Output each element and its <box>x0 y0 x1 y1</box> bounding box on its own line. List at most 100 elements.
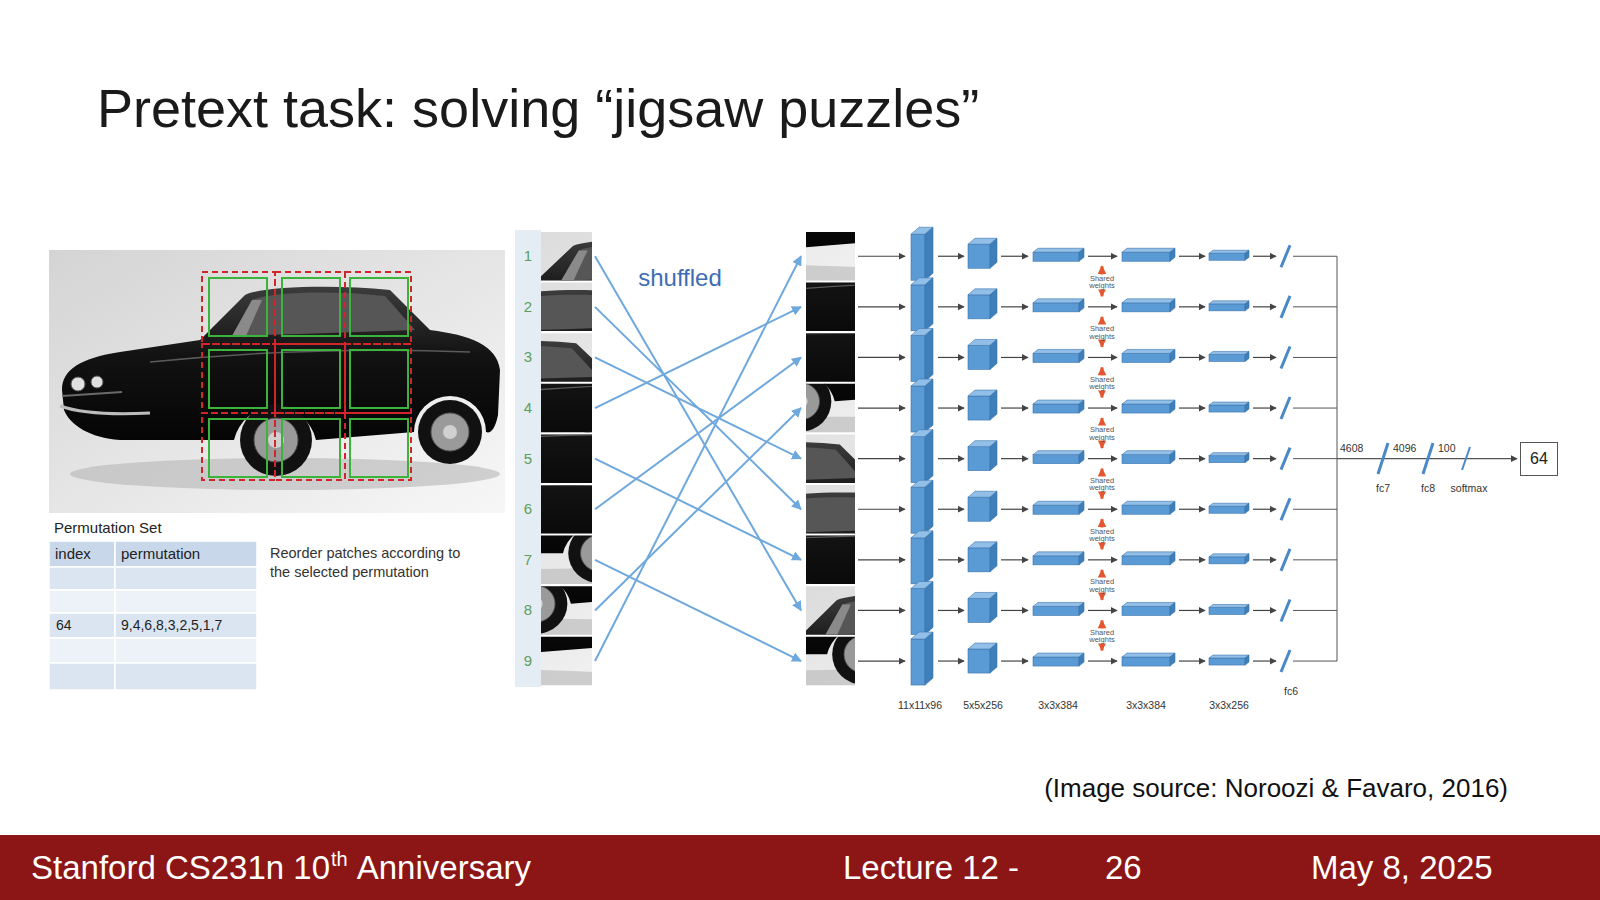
course-name: Anniversary <box>357 848 531 888</box>
green-tiles-part <box>282 278 340 336</box>
superscript: th <box>331 847 348 871</box>
layer-name: fc7 <box>1376 482 1390 495</box>
ordered-patches <box>276 209 801 716</box>
red-grid-part <box>345 344 411 413</box>
shared-weights-note: Shared weights <box>1085 325 1119 340</box>
shuffled-patches-part-part <box>671 495 1056 715</box>
green-tiles-part <box>209 350 267 408</box>
green-tiles-part <box>350 419 408 477</box>
green-tiles-part <box>282 419 340 477</box>
green-tiles-part <box>350 350 408 408</box>
ordered-patches-part-part <box>400 300 801 520</box>
shuffled-patches <box>552 91 1056 783</box>
shuffled-patches-part-part <box>671 199 1056 419</box>
fc8-slash <box>1423 443 1433 474</box>
permutation-table-part <box>115 567 257 590</box>
shuffle-lines-part <box>595 357 801 458</box>
patch-number: 5 <box>524 450 532 468</box>
red-grid-part <box>202 272 275 344</box>
shared-weights-note: Shared weights <box>1085 578 1119 593</box>
patch-number: 3 <box>524 348 532 366</box>
table-cell: permutation <box>121 545 200 563</box>
footer-course-line: Stanford CS231n 10thAnniversary <box>31 848 531 888</box>
patch-number: 4 <box>524 399 532 417</box>
patch-number: 8 <box>524 601 532 619</box>
slide-title: Pretext task: solving “jigsaw puzzles” <box>97 77 979 139</box>
permutation-table-part <box>115 663 257 690</box>
permutation-table-part <box>115 638 257 663</box>
ordered-patches-part-part <box>276 495 677 715</box>
permutation-table-part <box>49 567 115 590</box>
red-grid-part <box>275 344 345 413</box>
permutation-table-part <box>49 590 115 613</box>
shuffled-patches-part <box>609 242 994 462</box>
shuffle-lines-part <box>595 307 801 509</box>
box-text: 64 <box>1530 450 1548 468</box>
permutation-table-part <box>49 663 115 690</box>
slide-art-part <box>858 227 1337 280</box>
green-tiles-part <box>350 278 408 336</box>
shuffled-patches-part <box>671 495 1056 715</box>
red-grid-part <box>345 272 411 344</box>
patch-number: 6 <box>524 500 532 518</box>
shuffle-lines <box>595 256 801 661</box>
permutation-table <box>49 541 257 690</box>
shuffle-lines-part <box>595 357 801 509</box>
green-tiles-part <box>282 350 340 408</box>
output-box: 64 <box>1520 442 1558 476</box>
red-grid-part <box>275 413 345 480</box>
layer-name: fc6 <box>1284 685 1298 698</box>
red-grid <box>202 272 411 480</box>
shuffled-patches-part <box>609 452 994 672</box>
lecture-date: May 8, 2025 <box>1311 848 1493 888</box>
green-tiles-part <box>209 278 267 336</box>
ordered-patches-part <box>400 300 801 520</box>
permutation-table-part <box>115 541 257 567</box>
shuffled-label: shuffled <box>638 264 722 293</box>
green-tiles <box>209 278 408 477</box>
permutation-table-part <box>49 638 115 663</box>
number-column <box>515 230 541 687</box>
car-photo <box>49 250 505 513</box>
shared-weights-note: Shared weights <box>1085 375 1119 390</box>
table-cell: index <box>55 545 91 563</box>
red-grid-part <box>202 344 275 413</box>
shuffle-lines-part <box>595 560 801 661</box>
layer-size: 3x3x384 <box>1126 699 1166 712</box>
shuffle-lines-part <box>595 256 801 610</box>
shuffled-patches-part <box>671 199 1056 419</box>
unit-count: 4608 <box>1340 442 1363 455</box>
shuffle-lines-part <box>595 408 801 610</box>
shuffled-patches-part <box>671 563 1056 783</box>
shuffled-patches-part-part <box>552 411 937 631</box>
table-heading: Permutation Set <box>54 519 162 537</box>
permutation-table-part <box>115 613 257 638</box>
ordered-patches-part <box>276 310 677 530</box>
table-cell: 9,4,6,8,3,2,5,1,7 <box>121 617 222 634</box>
shared-weights-note: Shared weights <box>1085 527 1119 542</box>
footer-band <box>0 835 1600 900</box>
red-grid-part <box>202 413 275 480</box>
shared-weights-note: Shared weights <box>1085 426 1119 441</box>
shuffled-patches-part <box>552 411 937 631</box>
shuffled-patches-part-part <box>609 452 994 672</box>
ordered-patches-part-part <box>400 209 801 429</box>
shared-weights-note: Shared weights <box>1085 274 1119 289</box>
page-number: 26 <box>1105 848 1142 888</box>
shuffle-lines-part <box>595 307 801 408</box>
shuffle-lines-part <box>595 256 801 661</box>
lecture-number: Lecture 12 - <box>843 848 1019 888</box>
ordered-patches-part-part <box>276 310 677 530</box>
ordered-patches-part-part <box>336 351 737 571</box>
layer-size: 3x3x256 <box>1209 699 1249 712</box>
fc7-slash <box>1378 443 1388 474</box>
permutation-table-part <box>115 590 257 613</box>
layer-size: 11x11x96 <box>898 699 942 712</box>
ordered-patches-part <box>276 495 677 715</box>
note-text: Reorder patches according to the selecte… <box>270 544 482 582</box>
layer-size: 5x5x256 <box>963 699 1003 712</box>
ordered-patches-part <box>336 259 737 479</box>
permutation-table-part <box>49 613 115 638</box>
layer-name: fc8 <box>1421 482 1435 495</box>
